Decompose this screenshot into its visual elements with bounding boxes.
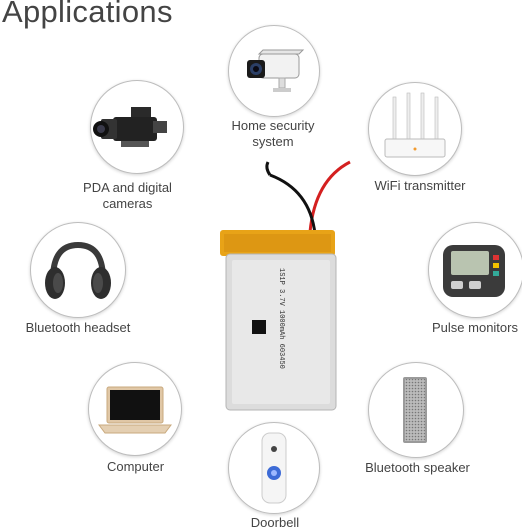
label-headset: Bluetooth headset bbox=[25, 320, 131, 335]
speaker-icon bbox=[368, 362, 464, 458]
doorbell-icon bbox=[228, 422, 320, 514]
battery-label-text: 1S1P 3.7V 1000mAh 603450 bbox=[277, 268, 285, 369]
label-doorbell: Doorbell bbox=[250, 515, 300, 530]
wifi-router-icon bbox=[368, 82, 462, 176]
lipo-battery-image: 1S1P 3.7V 1000mAh 603450 bbox=[210, 150, 355, 415]
label-pulse: Pulse monitors bbox=[432, 320, 518, 335]
label-computer: Computer bbox=[106, 459, 165, 474]
headphones-icon bbox=[30, 222, 126, 318]
laptop-icon bbox=[88, 362, 182, 456]
video-camera-icon bbox=[90, 80, 184, 174]
label-wifi: WiFi transmitter bbox=[374, 178, 466, 193]
blood-pressure-monitor-icon bbox=[428, 222, 522, 318]
label-home-security: Home security system bbox=[231, 118, 315, 149]
label-speaker: Bluetooth speaker bbox=[365, 460, 470, 475]
label-pda-cameras: PDA and digital cameras bbox=[83, 180, 172, 211]
page-title: Applications bbox=[2, 0, 173, 29]
security-camera-icon bbox=[228, 25, 320, 117]
